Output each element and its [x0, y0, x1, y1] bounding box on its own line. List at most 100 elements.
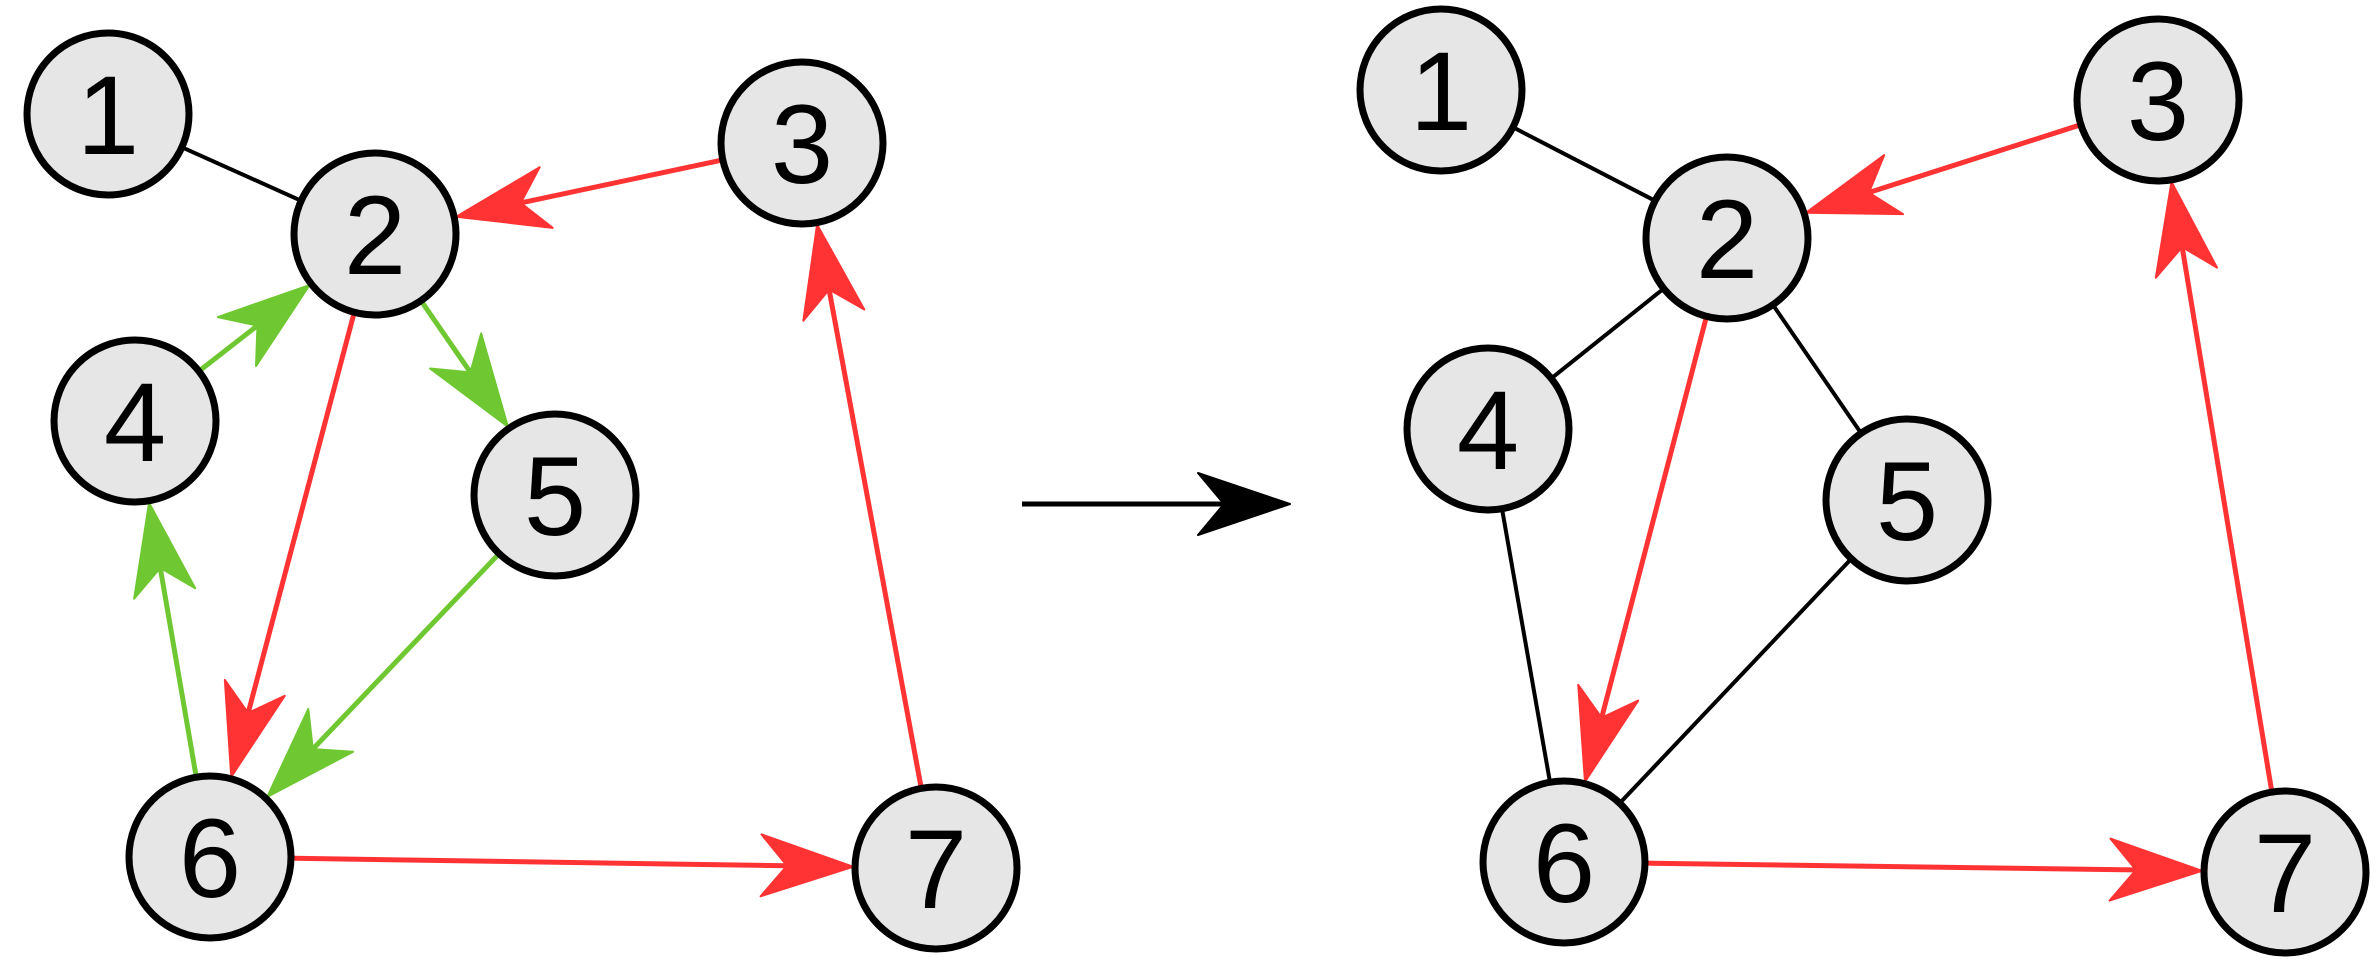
node-6: 6 [1479, 777, 1649, 947]
arrowhead [266, 707, 355, 798]
node-circle [1479, 777, 1649, 947]
arrowhead [216, 284, 311, 368]
arrowhead [429, 332, 509, 428]
arrowhead [2154, 180, 2218, 279]
edge-5-6 [1619, 558, 1852, 804]
arrowhead [802, 223, 866, 322]
edge-4-2 [198, 284, 311, 372]
transition-arrow [1022, 472, 1291, 536]
node-circle [1403, 344, 1573, 514]
edge-2-5 [420, 300, 509, 428]
node-label: 1 [1410, 29, 1472, 154]
node-label: 4 [1457, 368, 1519, 493]
node-label: 7 [905, 807, 967, 932]
node-circle [125, 772, 295, 942]
edge-7-3 [802, 223, 924, 787]
edge-2-6 [223, 313, 357, 778]
node-circle [50, 336, 220, 506]
arrowhead [2108, 837, 2204, 902]
arrowhead [455, 166, 554, 229]
edge-2-5 [1772, 305, 1862, 433]
node-label: 5 [524, 434, 586, 559]
node-7: 7 [2200, 787, 2370, 957]
node-2: 2 [1642, 153, 1812, 323]
node-6: 6 [125, 772, 295, 942]
edge-line [1862, 122, 2080, 197]
node-circle [2073, 15, 2243, 185]
edge-line [182, 146, 301, 202]
edge-line [244, 313, 357, 720]
right-graph: 1 2 3 4 5 6 7 [1356, 5, 2370, 957]
node-circle [290, 149, 460, 319]
node-5: 5 [470, 410, 640, 580]
edge-line [198, 319, 264, 372]
edge-6-7 [1646, 837, 2204, 902]
edge-1-2 [182, 146, 301, 202]
edge-7-3 [2154, 180, 2274, 791]
edge-6-4 [133, 501, 199, 776]
edge-line [292, 855, 794, 869]
edge-line [825, 283, 924, 787]
edge-layer [1500, 122, 2274, 902]
edge-layer [133, 146, 924, 898]
edge-1-2 [1513, 126, 1655, 202]
node-circle [1356, 5, 1526, 175]
arrowhead [1577, 683, 1640, 783]
node-label: 3 [2127, 39, 2189, 164]
edge-2-6 [1577, 317, 1709, 783]
node-circle [851, 783, 1021, 953]
node-label: 5 [1876, 439, 1938, 564]
edge-line [1772, 305, 1862, 433]
edge-2-4 [1551, 288, 1664, 379]
arrowhead [223, 678, 286, 778]
left-graph: 1 2 3 4 5 6 7 [23, 29, 1021, 953]
node-label: 6 [179, 796, 241, 921]
edge-3-2 [1805, 122, 2080, 216]
edge-line [1500, 510, 1552, 781]
node-4: 4 [50, 336, 220, 506]
node-label: 3 [771, 82, 833, 207]
node-3: 3 [717, 58, 887, 228]
node-layer: 1 2 3 4 5 6 7 [1356, 5, 2370, 957]
node-4: 4 [1403, 344, 1573, 514]
edge-3-2 [455, 157, 722, 229]
node-label: 2 [344, 173, 406, 298]
edge-line [2178, 240, 2274, 791]
edge-line [1551, 288, 1664, 379]
node-label: 2 [1696, 177, 1758, 302]
node-5: 5 [1822, 415, 1992, 585]
node-circle [717, 58, 887, 228]
node-7: 7 [851, 783, 1021, 953]
node-label: 6 [1533, 801, 1595, 926]
arrowhead [133, 501, 197, 600]
node-label: 4 [104, 360, 166, 485]
edge-line [156, 561, 199, 776]
arrowhead [759, 833, 855, 898]
edge-6-7 [292, 833, 855, 898]
edge-5-6 [266, 553, 500, 798]
node-circle [470, 410, 640, 580]
arrowhead [1805, 154, 1905, 216]
node-2: 2 [290, 149, 460, 319]
node-circle [1642, 153, 1812, 323]
node-1: 1 [1356, 5, 1526, 175]
edge-line [1513, 126, 1655, 202]
edge-line [420, 300, 476, 379]
node-1: 1 [23, 29, 193, 199]
edge-4-6 [1500, 510, 1552, 781]
node-label: 7 [2254, 811, 2316, 936]
node-layer: 1 2 3 4 5 6 7 [23, 29, 1021, 953]
edge-line [1597, 317, 1709, 725]
edge-line [1619, 558, 1852, 804]
transition-arrowhead [1197, 472, 1291, 536]
node-circle [23, 29, 193, 199]
edge-line [306, 553, 500, 756]
edge-line [514, 157, 722, 207]
node-circle [1822, 415, 1992, 585]
node-3: 3 [2073, 15, 2243, 185]
node-circle [2200, 787, 2370, 957]
node-label: 1 [77, 53, 139, 178]
edge-line [1646, 860, 2143, 873]
